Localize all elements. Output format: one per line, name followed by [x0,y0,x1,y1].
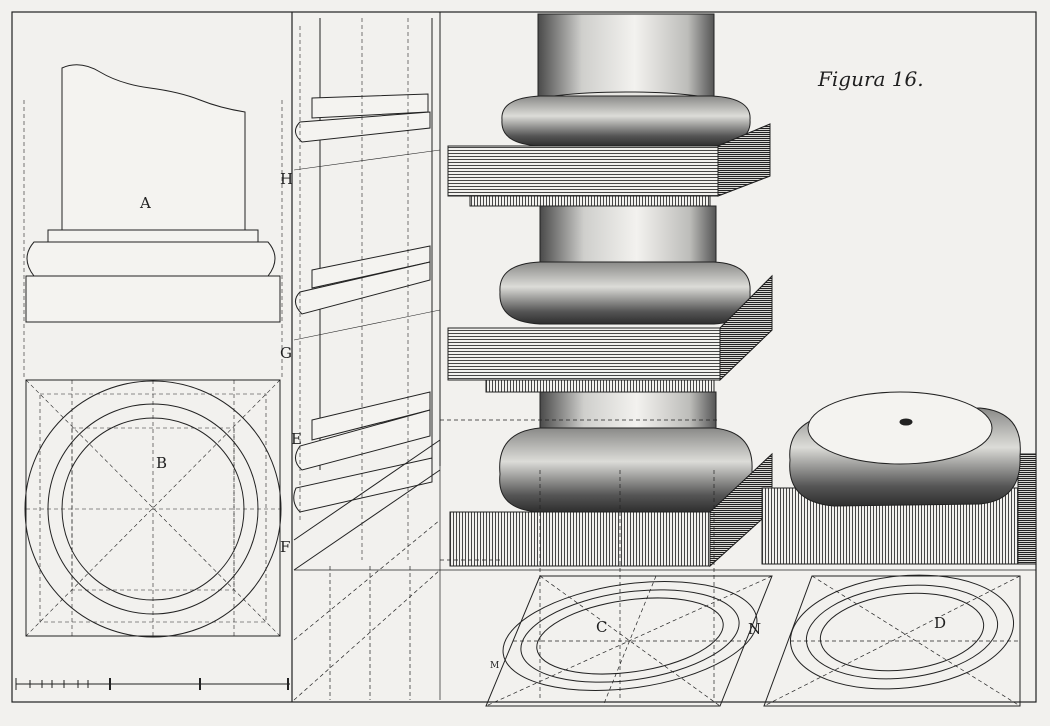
plate-frame [11,11,1037,703]
label-e: E [291,430,302,448]
label-m: M [490,661,499,671]
plan-b [24,379,282,638]
profile-section [293,18,441,571]
label-f: F [280,538,290,556]
scale-bar [15,678,290,690]
label-d: D [934,614,946,632]
label-a: A [139,194,151,212]
elevation-a [23,64,283,380]
label-b: B [156,454,167,472]
figure-title: Figura 16. [817,67,924,91]
perspective-column [447,13,773,568]
label-c: C [596,618,607,636]
isolated-base [761,391,1037,565]
perspective-grid [293,419,1036,707]
label-g: G [280,344,292,362]
label-n: N [748,620,761,638]
label-h: H [280,170,293,188]
